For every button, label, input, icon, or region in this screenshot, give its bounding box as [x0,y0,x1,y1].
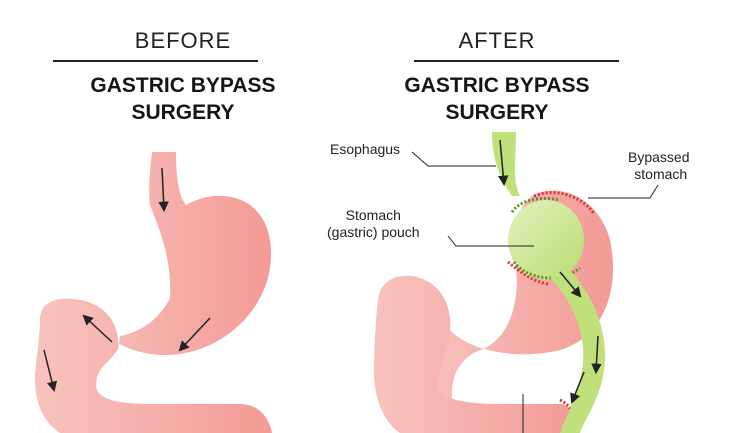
before-stomach [35,152,272,433]
before-divider [53,60,258,62]
before-title-line2: SURGERY [131,101,235,124]
leader-pouch [447,235,534,247]
label-gastric-pouch: Stomach (gastric) pouch [327,207,420,241]
before-panel: BEFORE GASTRIC BYPASS SURGERY [0,0,366,433]
after-heading: AFTER [458,28,536,53]
before-title-line1: GASTRIC BYPASS [90,74,276,97]
after-panel: AFTER GASTRIC BYPASS SURGERY [367,0,733,433]
label-pouch-line2: (gastric) pouch [327,224,420,240]
after-anatomy [373,132,613,433]
after-divider [414,60,619,62]
leader-esophagus [411,151,496,167]
after-title-line2: SURGERY [445,101,549,124]
leader-bypassed [588,184,659,199]
before-title: GASTRIC BYPASS SURGERY [0,72,366,126]
label-pouch-line1: Stomach [345,207,401,223]
label-bypassed-stomach: Bypassed stomach [628,149,689,183]
leader-lines [411,151,659,433]
label-esophagus: Esophagus [330,141,401,157]
label-bypassed-line2: stomach [634,166,688,182]
after-title-line1: GASTRIC BYPASS [404,74,590,97]
label-bypassed-line1: Bypassed [628,149,690,165]
after-title: GASTRIC BYPASS SURGERY [314,72,680,126]
before-heading: BEFORE [134,28,232,53]
